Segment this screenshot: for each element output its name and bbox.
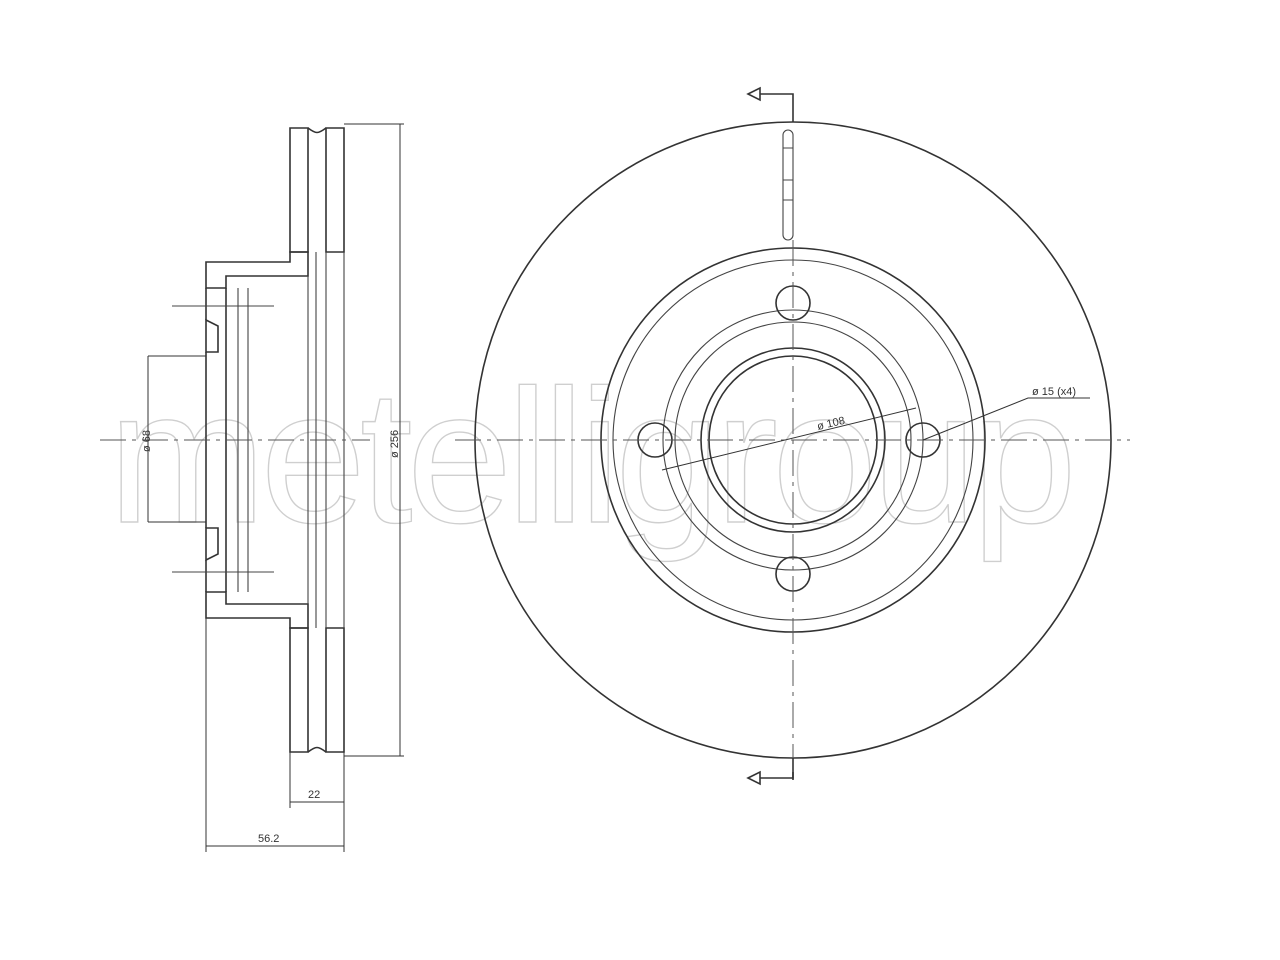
inner-wall-top [325,127,345,253]
bolt-hole-dimension: ø 15 (x4) [1032,386,1076,398]
inner-wall-bottom [325,627,345,753]
hat-flange-bottom [205,591,309,629]
outer-wall-top [289,127,309,253]
outer-wall-bottom [289,627,309,753]
watermark-logo: metelligroup [108,351,1071,563]
disc-thickness-dimension: 22 [308,789,320,801]
front-view: ø 108 ø 15 (x4) [455,86,1130,786]
outer-diameter-dimension: ø 256 [389,430,401,458]
hub-lip-top [205,318,219,353]
side-section-view: ø 68 ø 256 22 56.2 [100,123,404,852]
hub-lip-bottom [205,527,219,562]
vent-slot [782,129,794,241]
total-height-dimension: 56.2 [258,833,279,845]
hat-flange-top [205,251,309,289]
hub-bore-dimension: ø 68 [141,430,153,452]
